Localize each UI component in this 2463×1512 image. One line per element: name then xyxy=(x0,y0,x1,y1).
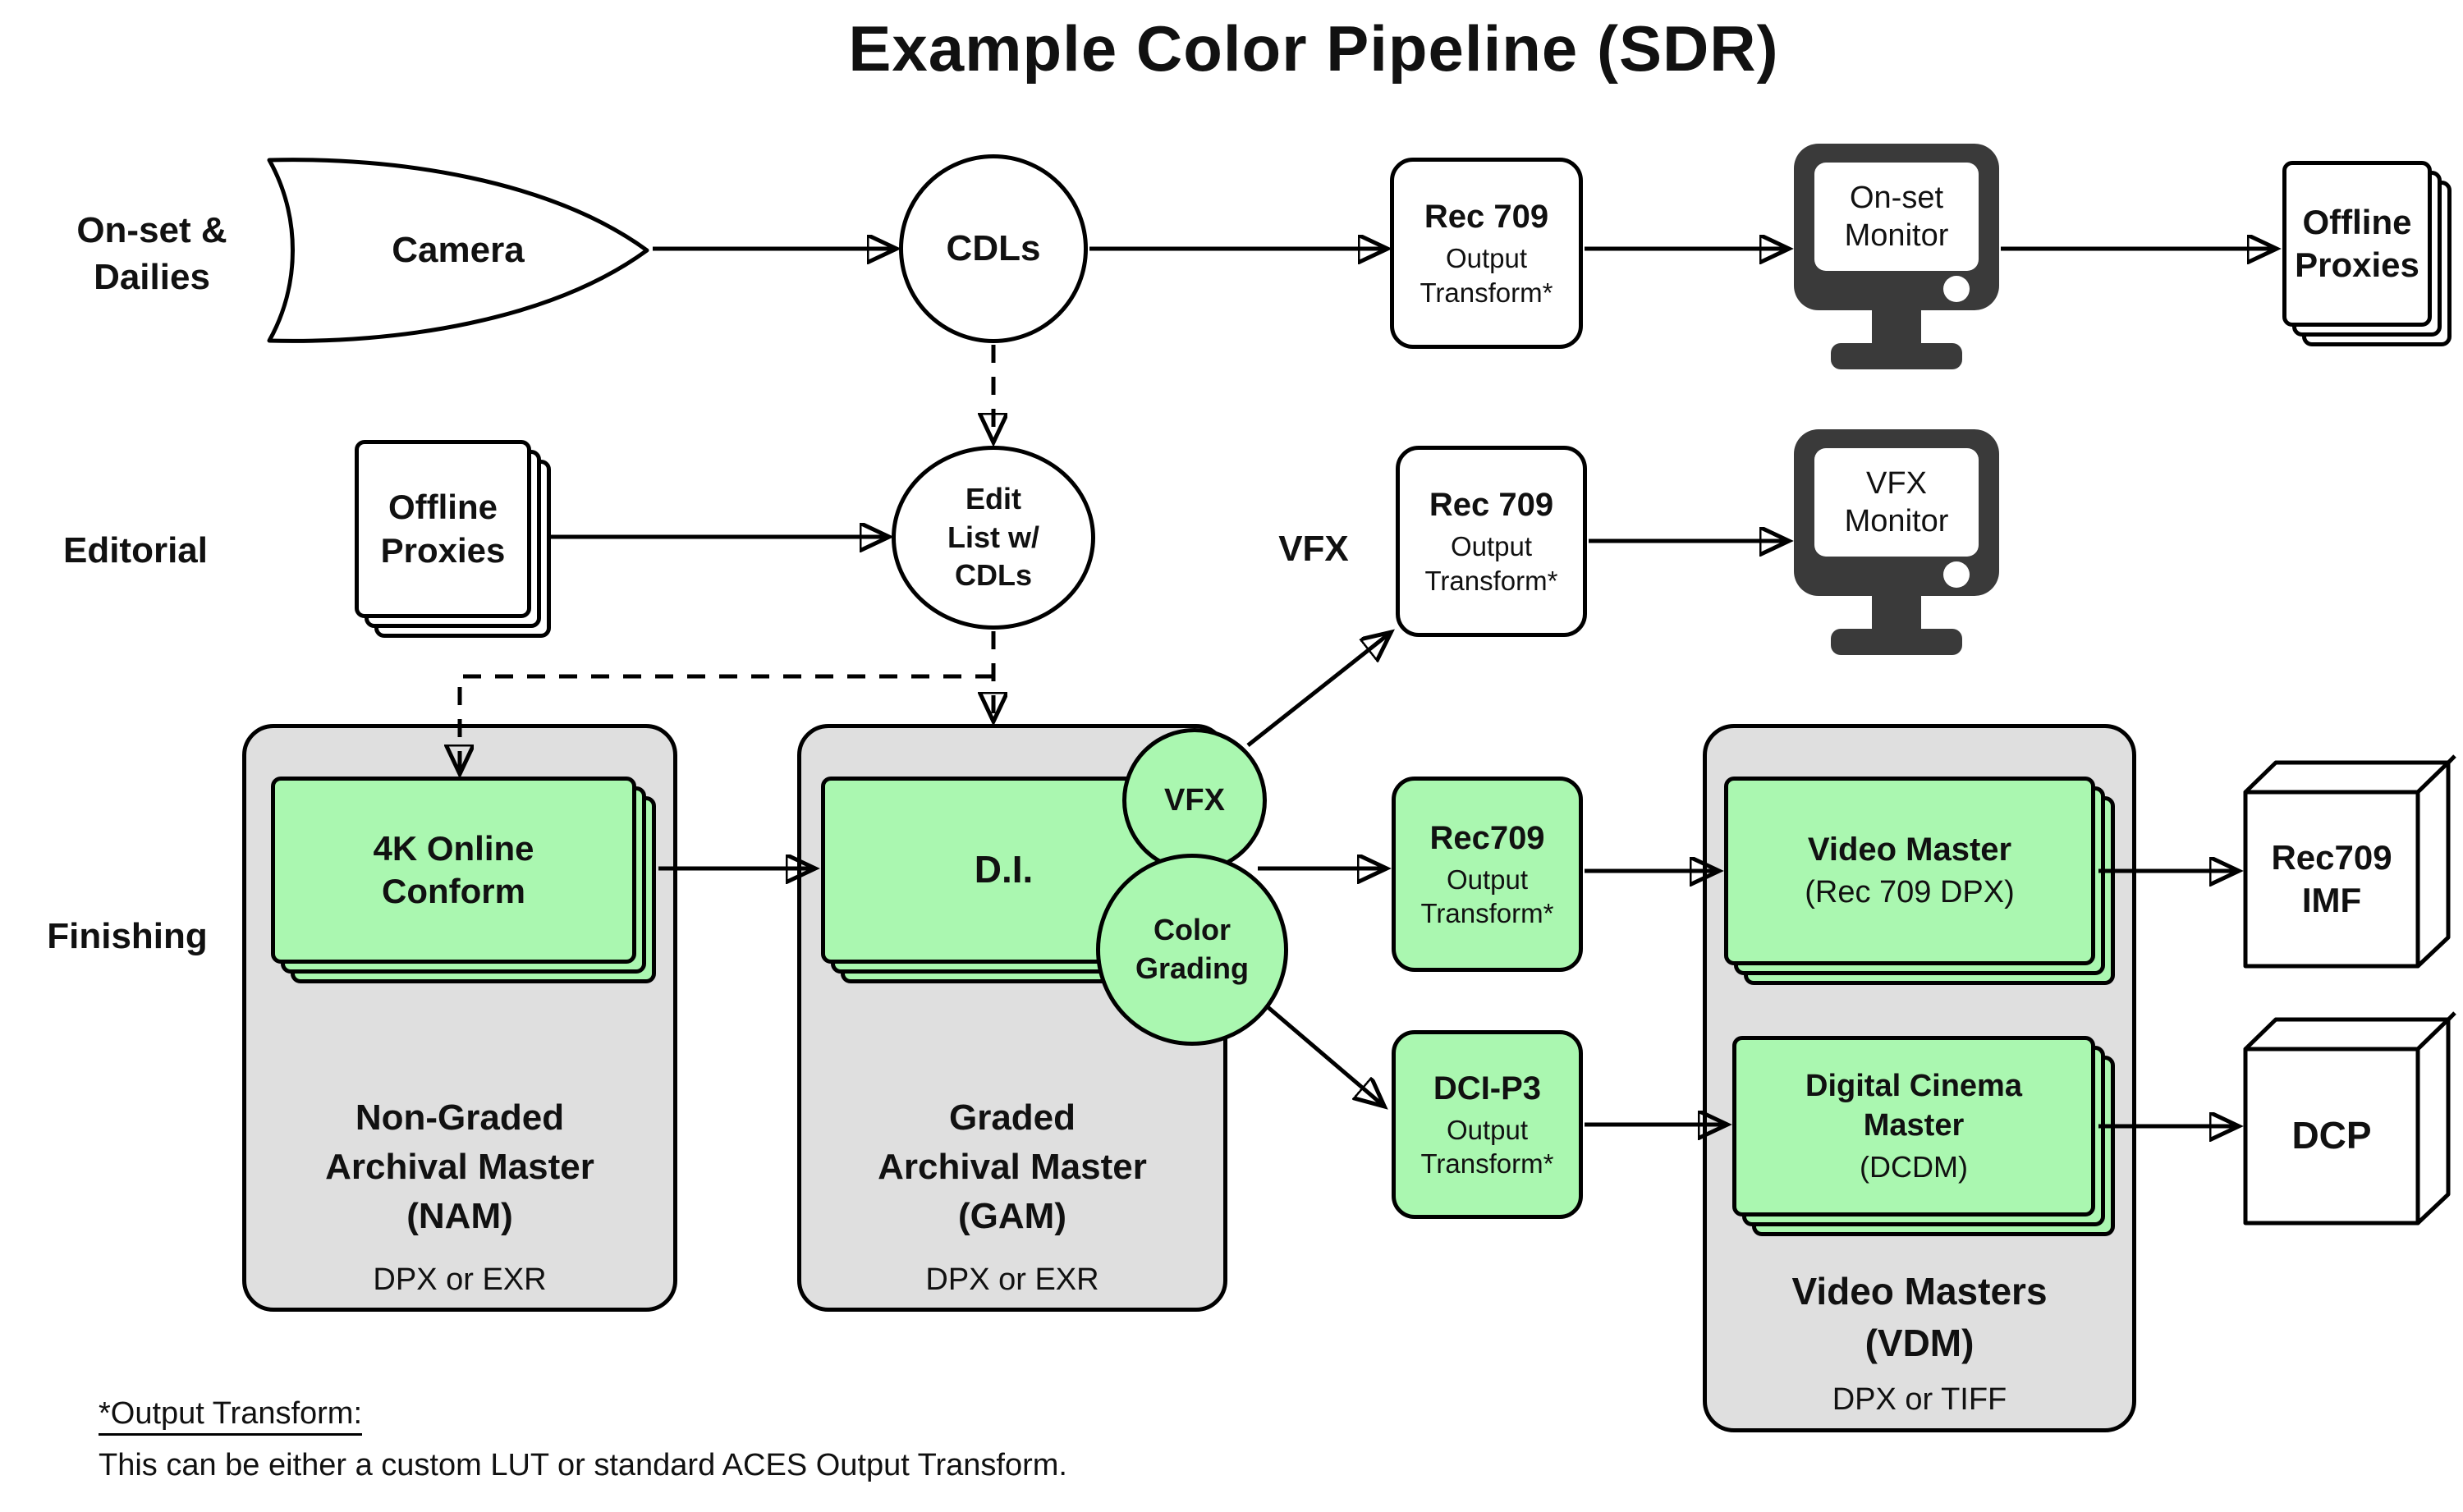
rec709-imf-text: Rec709 IMF xyxy=(2271,837,2392,920)
video-master-subtitle: (Rec 709 DPX) xyxy=(1805,875,2015,910)
rec709-output-transform-onset: Rec 709 Output Transform* xyxy=(1390,158,1583,349)
vdm-title: Video Masters (VDM) xyxy=(1703,1266,2136,1368)
dcip3-title: DCI-P3 xyxy=(1433,1070,1542,1107)
gam-title: Graded Archival Master (GAM) xyxy=(797,1093,1227,1240)
row-label-editorial: Editorial xyxy=(62,530,209,570)
vfx-monitor-icon: VFX Monitor xyxy=(1794,429,1999,659)
offline-proxies-top-label: Offline Proxies xyxy=(2295,202,2419,285)
edit-list-line2: List w/ xyxy=(947,520,1039,554)
monitor-screen: On-set Monitor xyxy=(1814,163,1979,271)
dcip3-output-transform: DCI-P3 Output Transform* xyxy=(1392,1030,1583,1219)
vdm-title-line1: Video Masters xyxy=(1791,1270,2048,1313)
rec709-onset-subtitle: Output Transform* xyxy=(1420,243,1553,308)
onset-monitor-icon: On-set Monitor xyxy=(1794,144,1999,373)
nam-title-line2: Archival Master xyxy=(325,1146,594,1187)
cdls-label: CDLs xyxy=(946,228,1041,268)
monitor-stand-base xyxy=(1831,629,1962,655)
monitor-stand-neck xyxy=(1872,310,1921,343)
gam-title-line2: Archival Master xyxy=(878,1146,1147,1187)
rec709-vfx-subtitle: Output Transform* xyxy=(1424,531,1558,596)
page-front: 4K Online Conform xyxy=(271,777,636,964)
dcp-text: DCP xyxy=(2291,1114,2372,1157)
monitor-stand-neck xyxy=(1872,596,1921,629)
vfx-row-label: VFX xyxy=(1278,529,1349,569)
row-label-finishing: Finishing xyxy=(47,916,208,956)
gam-title-line1: Graded xyxy=(948,1097,1076,1138)
vfx-circle-node: VFX xyxy=(1122,728,1267,873)
gam-title-line3: (GAM) xyxy=(958,1195,1066,1236)
row-label-onset-dailies: On-set & Dailies xyxy=(76,210,227,298)
rec709-output-transform-vfx: Rec 709 Output Transform* xyxy=(1396,446,1587,637)
vfx-circle-label: VFX xyxy=(1164,782,1225,818)
footnote: *Output Transform: This can be either a … xyxy=(99,1394,1067,1487)
cdls-node: CDLs xyxy=(899,154,1088,343)
dcm-stack: Digital Cinema Master (DCDM) xyxy=(1732,1036,2115,1236)
page-front: Video Master (Rec 709 DPX) xyxy=(1724,777,2095,965)
cube-icon xyxy=(2243,1011,2456,1226)
diagram-title: Example Color Pipeline (SDR) xyxy=(848,12,1779,85)
page-front: Digital Cinema Master (DCDM) xyxy=(1732,1036,2095,1216)
offline-proxies-top-stack: Offline Proxies xyxy=(2282,161,2452,346)
onset-monitor-label: On-set Monitor xyxy=(1844,180,1949,253)
page-front: Offline Proxies xyxy=(2282,161,2432,327)
offline-proxies-editorial-stack: Offline Proxies xyxy=(355,440,551,638)
footnote-body: This can be either a custom LUT or stand… xyxy=(99,1448,1067,1483)
rec709-onset-title: Rec 709 xyxy=(1424,199,1549,236)
camera-node: Camera xyxy=(261,150,655,351)
color-grading-node: Color Grading xyxy=(1096,854,1288,1046)
camera-label: Camera xyxy=(392,230,525,270)
dcp-label: DCP xyxy=(2245,1049,2418,1223)
dcm-subtitle: (DCDM) xyxy=(1860,1150,1968,1184)
monitor-power-light-icon xyxy=(1943,276,1970,302)
nam-title: Non-Graded Archival Master (NAM) xyxy=(242,1093,677,1240)
video-master-title: Video Master xyxy=(1807,832,2012,868)
edit-list-line3: CDLs xyxy=(954,558,1032,593)
video-master-stack: Video Master (Rec 709 DPX) xyxy=(1724,777,2115,985)
conform-stack: 4K Online Conform xyxy=(271,777,656,983)
cube-icon xyxy=(2243,754,2456,969)
arrow-vfx-to-rec709 xyxy=(1246,634,1389,747)
vdm-format: DPX or TIFF xyxy=(1832,1382,2007,1417)
dcip3-subtitle: Output Transform* xyxy=(1420,1114,1554,1179)
rec709-imf-label: Rec709 IMF xyxy=(2245,792,2418,966)
arrow-grading-to-dcip3 xyxy=(1264,1004,1383,1105)
conform-label: 4K Online Conform xyxy=(373,828,534,911)
gam-format: DPX or EXR xyxy=(925,1262,1099,1297)
nam-title-line3: (NAM) xyxy=(406,1195,513,1236)
nam-format: DPX or EXR xyxy=(373,1262,547,1297)
di-label: D.I. xyxy=(974,848,1034,891)
vfx-monitor-label: VFX Monitor xyxy=(1844,465,1949,538)
rec709-ot-title: Rec709 xyxy=(1429,819,1545,856)
color-grading-label: Color Grading xyxy=(1135,913,1249,985)
monitor-power-light-icon xyxy=(1943,561,1970,588)
footnote-heading: *Output Transform: xyxy=(99,1396,363,1436)
dcm-title: Digital Cinema Master xyxy=(1805,1069,2022,1143)
rec709-output-transform-finishing: Rec709 Output Transform* xyxy=(1392,777,1583,972)
monitor-stand-base xyxy=(1831,343,1962,369)
edit-list-node: Edit List w/ CDLs xyxy=(892,446,1095,630)
rec709-imf-package: Rec709 IMF xyxy=(2233,743,2463,989)
nam-title-line1: Non-Graded xyxy=(355,1097,565,1138)
vdm-title-line2: (VDM) xyxy=(1864,1321,1975,1364)
rec709-ot-subtitle: Output Transform* xyxy=(1420,864,1554,928)
monitor-screen: VFX Monitor xyxy=(1814,448,1979,557)
dcp-package: DCP xyxy=(2233,1000,2463,1246)
camera-shape-icon xyxy=(267,158,649,343)
rec709-vfx-title: Rec 709 xyxy=(1429,487,1554,524)
page-front: Offline Proxies xyxy=(355,440,531,618)
offline-proxies-editorial-label: Offline Proxies xyxy=(380,488,506,570)
edit-list-line1: Edit xyxy=(965,481,1021,515)
